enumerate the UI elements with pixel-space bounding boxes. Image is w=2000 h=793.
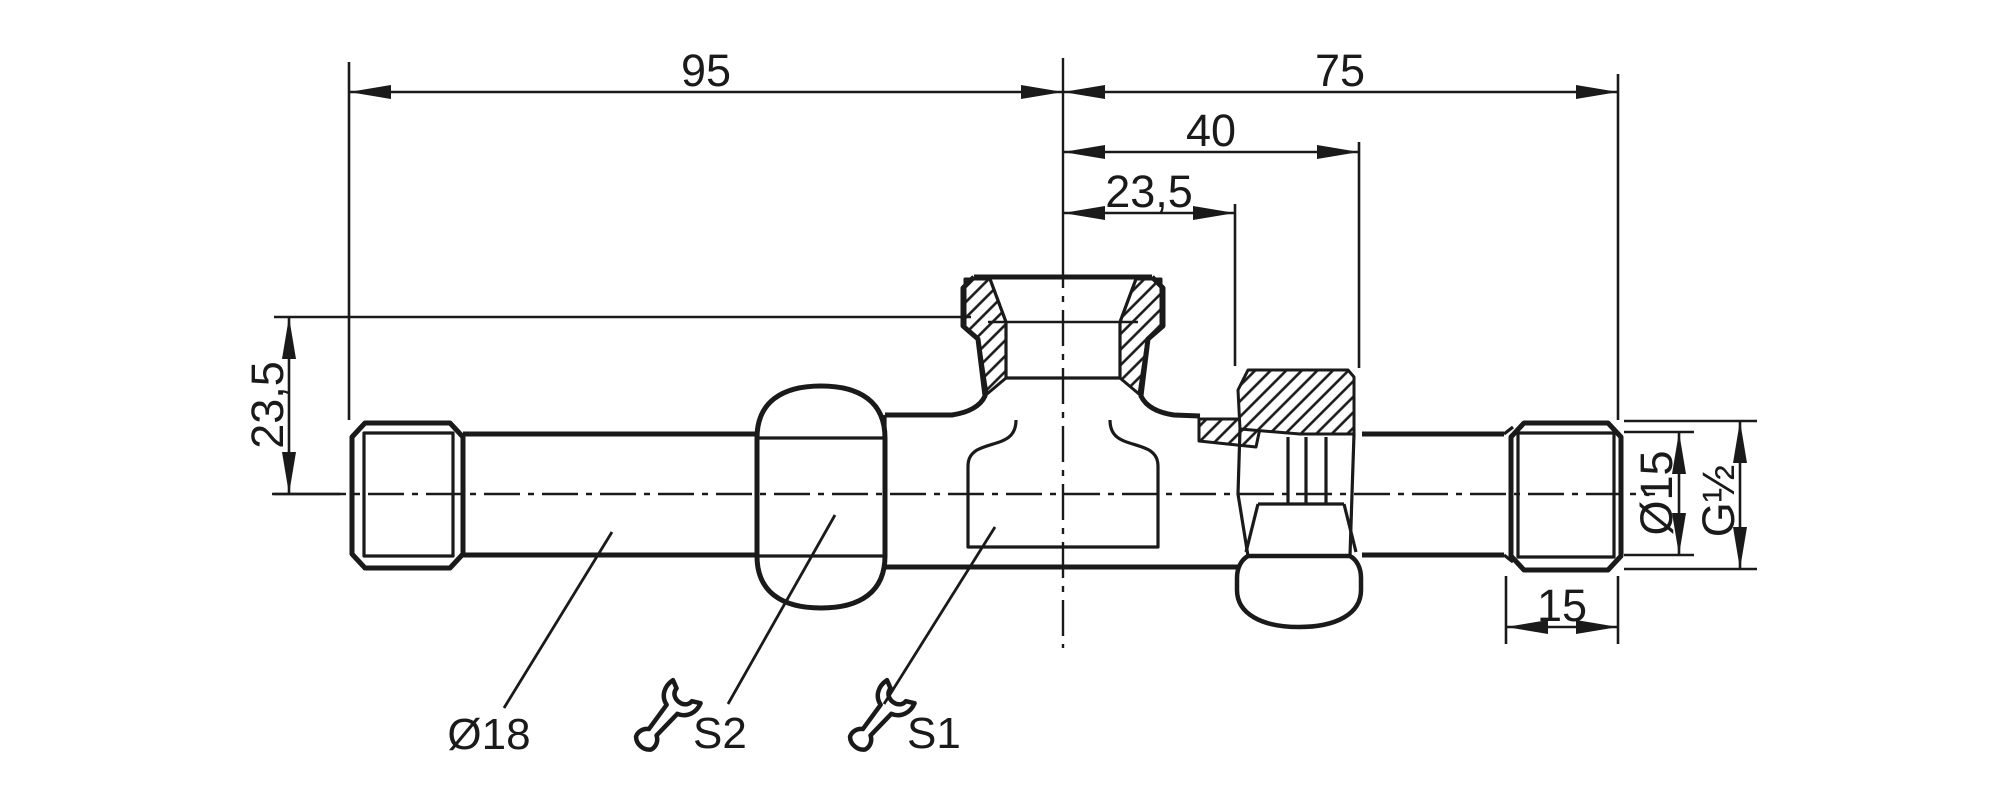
dimension-75: 75 bbox=[1063, 45, 1620, 420]
wrench-icon bbox=[840, 679, 915, 758]
dim-g12-label: G½ bbox=[1693, 465, 1744, 538]
callout-tube-diameter: Ø18 bbox=[447, 531, 614, 759]
dim-95-label: 95 bbox=[681, 45, 731, 96]
callout-s2: S2 bbox=[626, 514, 837, 759]
dimension-40: 40 bbox=[1063, 105, 1361, 368]
leader-line-s1 bbox=[882, 526, 997, 705]
union-nut-s1-section bbox=[1197, 368, 1364, 630]
pipe-right bbox=[1362, 425, 1514, 564]
dimension-23-5-left: 23,5 bbox=[242, 315, 971, 496]
leader-line-s2 bbox=[726, 514, 837, 705]
threaded-end-left bbox=[349, 420, 466, 571]
dimension-95: 95 bbox=[347, 45, 1063, 420]
threaded-end-right bbox=[1508, 420, 1624, 573]
tee-body bbox=[883, 274, 1244, 570]
dimension-g12: G½ bbox=[1624, 419, 1757, 571]
nut-lower-band bbox=[1234, 553, 1364, 630]
dimension-d15: Ø15 bbox=[1624, 430, 1694, 557]
dim-23-5-left-label: 23,5 bbox=[242, 361, 293, 449]
callout-d18-label: Ø18 bbox=[447, 710, 530, 759]
pipe-left bbox=[463, 431, 757, 558]
leader-line-d18 bbox=[502, 531, 614, 709]
hex-nut-s2 bbox=[754, 383, 888, 611]
callout-s1-label: S1 bbox=[907, 709, 961, 758]
dim-40-label: 40 bbox=[1186, 105, 1236, 156]
port-bore bbox=[988, 278, 1138, 380]
nut-section-hatch bbox=[1236, 368, 1356, 436]
dim-d15-label: Ø15 bbox=[1631, 450, 1682, 535]
callout-s1: S1 bbox=[840, 526, 997, 759]
dim-75-label: 75 bbox=[1315, 45, 1365, 96]
fitting-part bbox=[349, 274, 1624, 630]
dimension-15: 15 bbox=[1504, 576, 1620, 644]
callout-s2-label: S2 bbox=[693, 709, 747, 758]
wrench-icon bbox=[626, 679, 701, 758]
dim-23-5-top-label: 23,5 bbox=[1105, 166, 1193, 217]
dimension-23-5-top: 23,5 bbox=[1063, 166, 1237, 366]
dim-15-label: 15 bbox=[1537, 580, 1587, 631]
